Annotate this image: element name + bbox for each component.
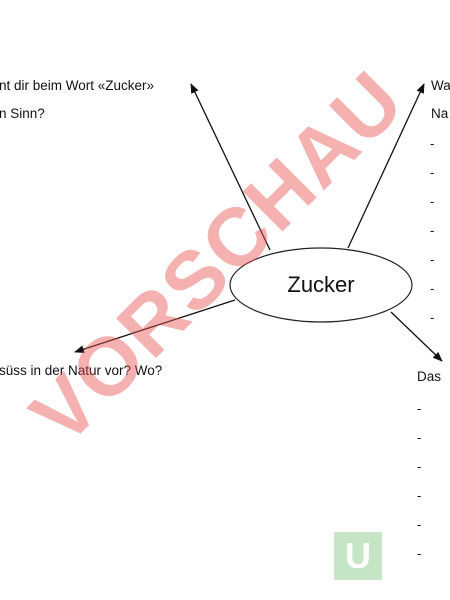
answer-line-bottom-right-3: -: [417, 459, 422, 474]
answer-line-right-5: -: [430, 252, 435, 267]
answer-line-right-4: -: [430, 223, 435, 238]
answer-line-right-1: -: [430, 136, 435, 151]
arrow-bottom-right: [390, 311, 443, 362]
logo-badge: U: [334, 532, 382, 580]
question-top-left-line1: nt dir beim Wort «Zucker»: [0, 78, 155, 93]
answer-line-right-3: -: [430, 194, 435, 209]
answer-line-bottom-right-6: -: [417, 546, 422, 561]
answer-line-right-7: -: [430, 310, 435, 325]
question-bottom-left: süss in der Natur vor? Wo?: [0, 363, 163, 378]
center-ellipse: [229, 247, 413, 323]
arrow-bottom-left: [74, 299, 236, 354]
question-top-left-line2: n Sinn?: [0, 106, 45, 121]
center-label: Zucker: [287, 272, 354, 297]
question-top-right-line1: Wa: [431, 78, 450, 93]
answer-line-right-6: -: [430, 281, 435, 296]
logo-letter: U: [345, 535, 371, 576]
arrow-top-left: [190, 83, 271, 251]
answer-line-bottom-right-1: -: [417, 401, 422, 416]
answer-line-right-2: -: [430, 165, 435, 180]
answer-line-bottom-right-5: -: [417, 517, 422, 532]
question-top-right-line2: Na: [431, 106, 449, 121]
question-bottom-right: Das: [417, 369, 442, 384]
arrow-top-right: [347, 83, 425, 249]
answer-line-bottom-right-2: -: [417, 430, 422, 445]
answer-line-bottom-right-4: -: [417, 488, 422, 503]
